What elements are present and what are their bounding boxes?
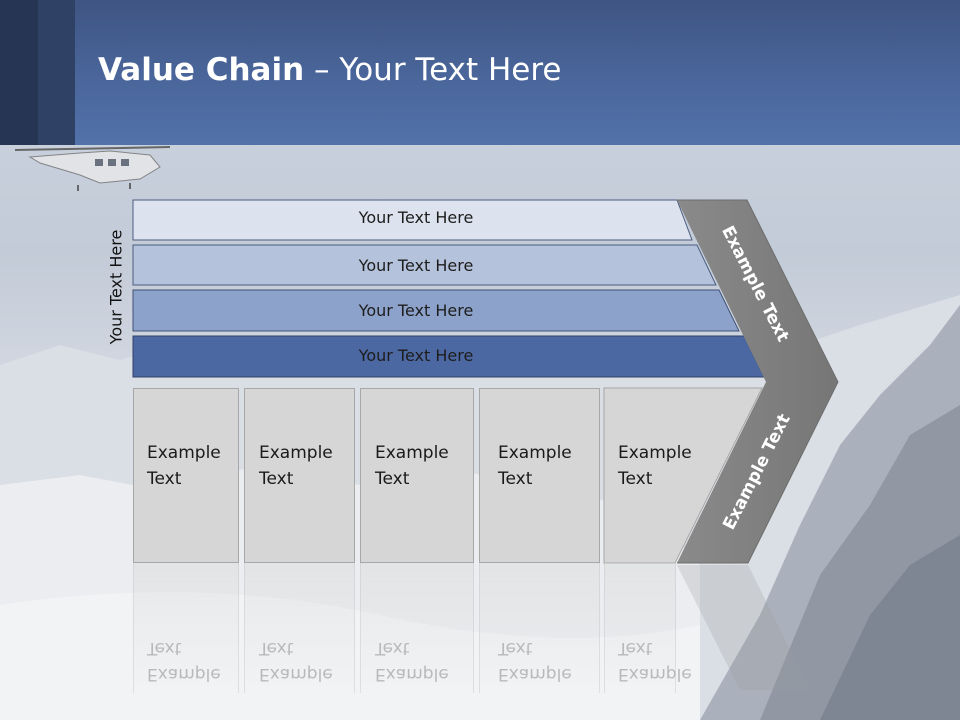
bar-shape-1: [132, 199, 693, 241]
box-text-4-line1: Example: [498, 443, 572, 463]
bar-label-1: Your Text Here: [358, 208, 474, 227]
box-text-1-line1: Example: [147, 443, 221, 463]
bar-label-4: Your Text Here: [358, 346, 474, 365]
reflection-text-1: Example Text: [147, 635, 237, 687]
box-text-2-line1: Example: [259, 443, 333, 463]
box-text-5-line2: Text: [618, 469, 653, 489]
box-text-3-line2: Text: [375, 469, 410, 489]
helicopter-icon: [14, 146, 171, 191]
bar-shape-2: [132, 244, 717, 286]
box-shape-3: [360, 388, 474, 563]
box-shape-5: [603, 387, 763, 564]
box-shape-1: [133, 388, 239, 563]
box-text-5-line1: Example: [618, 443, 692, 463]
boxes-reflection: Example Text Example Text Example Text Exam…: [0, 563, 960, 720]
box-text-1-line2: Text: [147, 469, 182, 489]
reflection-box-1: [133, 563, 239, 693]
reflection-box-3: [360, 563, 474, 693]
reflection-box-5: [604, 563, 676, 693]
box-shape-2: [244, 388, 355, 563]
reflection-text-4-line1: Example: [498, 664, 572, 684]
reflection-text-5: Example Text: [618, 635, 708, 687]
title-rest: – Your Text Here: [304, 52, 562, 88]
box-shape-4: [479, 388, 600, 563]
bar-shape-3: [132, 289, 740, 332]
reflection-text-1-line1: Example: [147, 664, 221, 684]
title-bold: Value Chain: [98, 52, 305, 88]
box-text-4-line2: Text: [498, 469, 533, 489]
reflection-text-3: Example Text: [375, 635, 465, 687]
reflection-text-5-line1: Example: [618, 664, 692, 684]
bar-label-2: Your Text Here: [358, 256, 474, 275]
reflection-text-2-line2: Text: [259, 638, 294, 658]
reflection-box-4: [479, 563, 600, 693]
box-text-3-line1: Example: [375, 443, 449, 463]
reflection-text-4-line2: Text: [498, 638, 533, 658]
chevron-shape: [677, 200, 838, 563]
bar-label-3: Your Text Here: [358, 301, 474, 320]
reflection-text-4: Example Text: [498, 635, 588, 687]
reflection-text-2-line1: Example: [259, 664, 333, 684]
header-stripe-mid: [38, 0, 75, 145]
box-text-2-line2: Text: [259, 469, 294, 489]
page-title: Value Chain – Your Text Here: [98, 52, 561, 88]
reflection-text-5-line2: Text: [618, 638, 653, 658]
chevron-reflection: [677, 565, 810, 690]
header-stripe-dark: [0, 0, 38, 145]
reflection-text-1-line2: Text: [147, 638, 182, 658]
header-banner: Value Chain – Your Text Here: [0, 0, 960, 145]
reflection-text-3-line1: Example: [375, 664, 449, 684]
reflection-text-3-line2: Text: [375, 638, 410, 658]
reflection-box-2: [244, 563, 355, 693]
reflection-text-2: Example Text: [259, 635, 349, 687]
